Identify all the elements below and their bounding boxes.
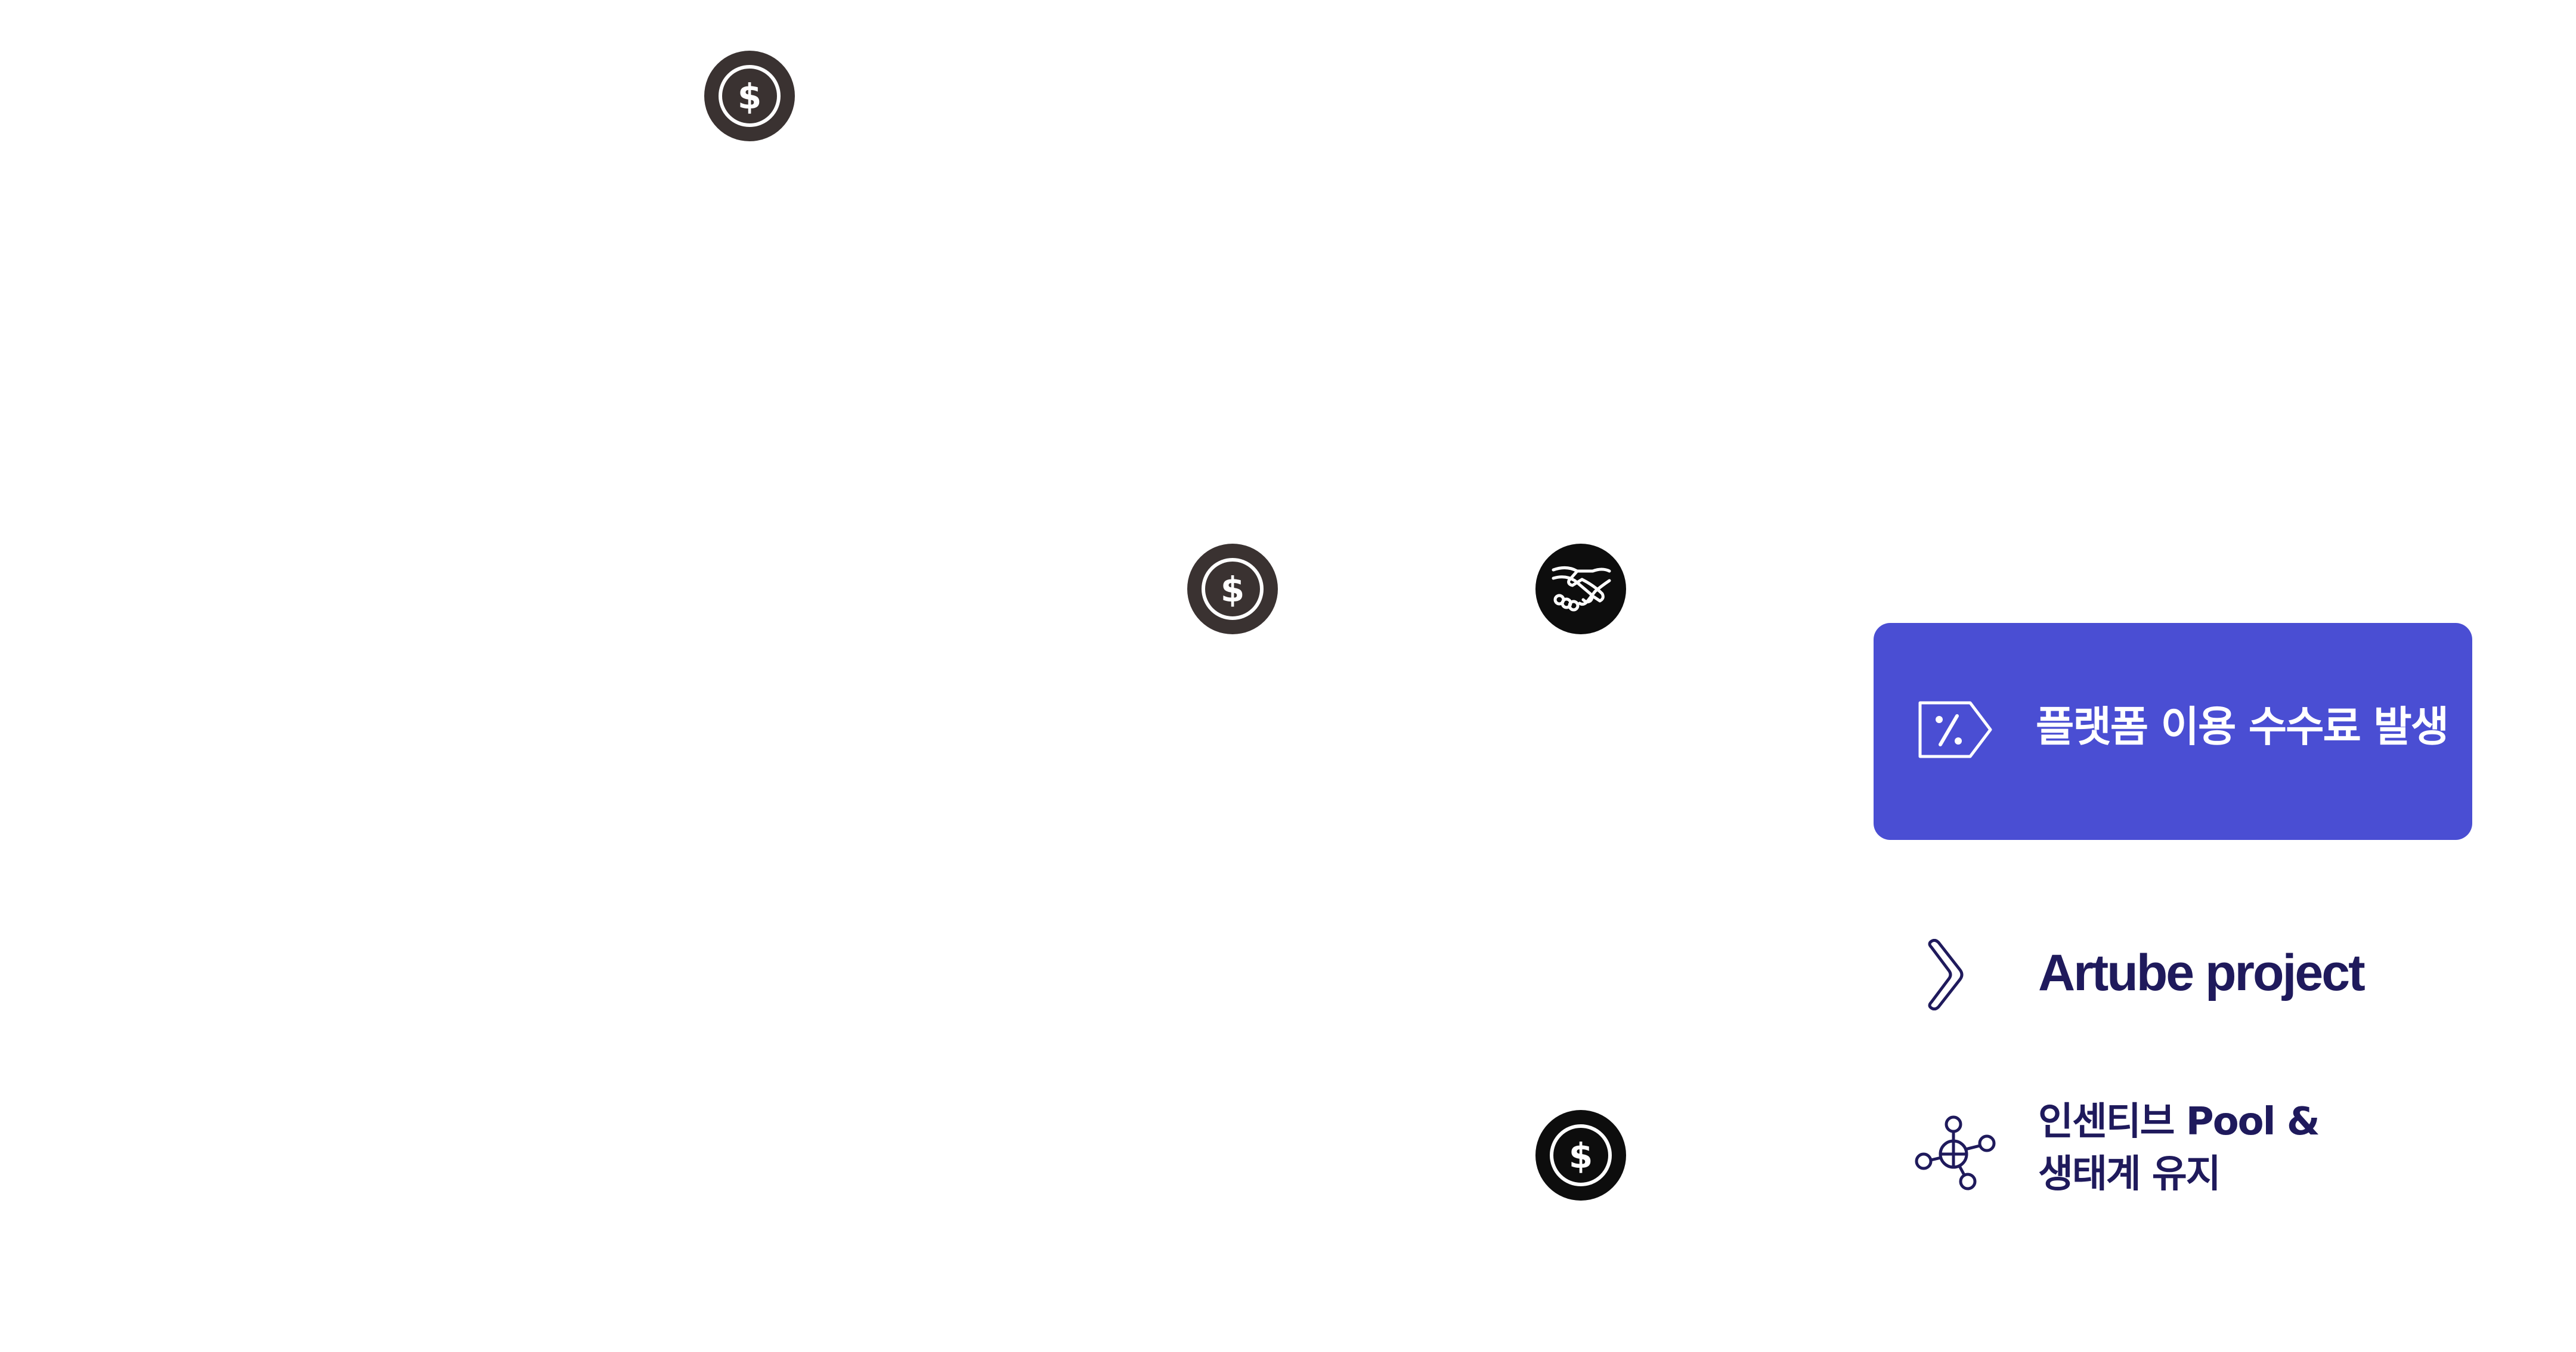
dollar-coin-icon: $ [1187, 544, 1278, 634]
handshake-icon [1535, 544, 1626, 634]
chevron-right-icon [1923, 939, 1965, 1010]
incentive-pool-line-2: 생태계 유지 [2038, 1152, 2221, 1196]
artube-project-label: Artube project [2038, 944, 2366, 1001]
incentive-pool-label: 인센티브 Pool & 생태계 유지 [2038, 1096, 2320, 1201]
svg-text:$: $ [1221, 569, 1244, 610]
network-nodes-icon [1914, 1115, 1998, 1192]
dollar-coin-icon: $ [704, 51, 795, 141]
svg-text:$: $ [1569, 1136, 1593, 1176]
dollar-coin-icon: $ [1535, 1110, 1626, 1201]
incentive-pool-line-1: 인센티브 Pool & [2038, 1100, 2320, 1144]
svg-text:$: $ [738, 76, 761, 117]
platform-fee-card: 플랫폼 이용 수수료 발생 [1874, 623, 2472, 840]
platform-fee-label: 플랫폼 이용 수수료 발생 [2036, 702, 2449, 751]
percent-tag-icon [1916, 698, 1994, 761]
